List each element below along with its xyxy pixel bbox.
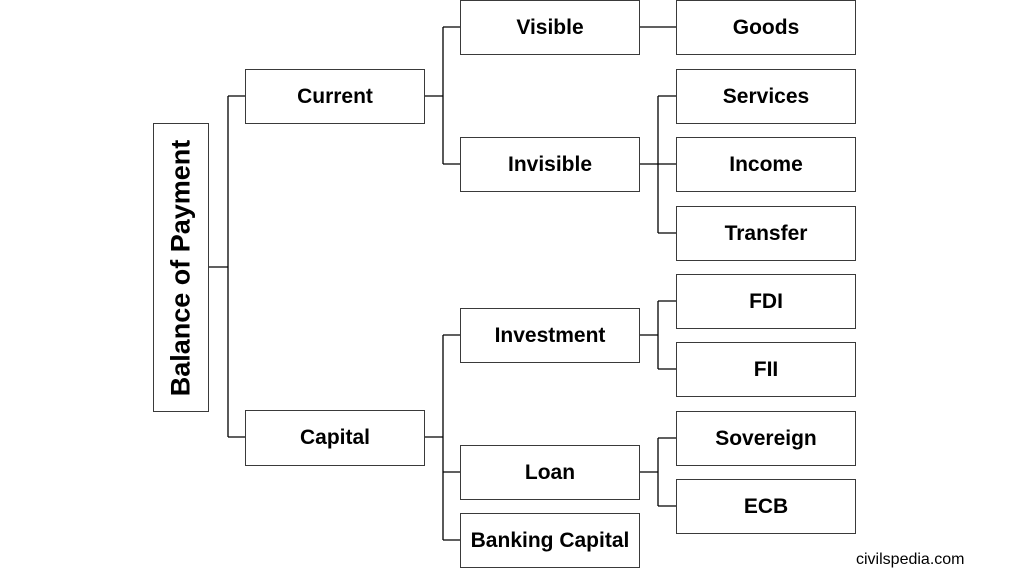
node-fii: FII	[676, 342, 856, 397]
node-capital: Capital	[245, 410, 425, 466]
node-ecb: ECB	[676, 479, 856, 534]
node-sovereign: Sovereign	[676, 411, 856, 466]
node-investment: Investment	[460, 308, 640, 363]
node-services: Services	[676, 69, 856, 124]
node-fdi: FDI	[676, 274, 856, 329]
source-watermark: civilspedia.com	[856, 551, 965, 568]
node-current: Current	[245, 69, 425, 124]
node-banking-capital: Banking Capital	[460, 513, 640, 568]
root-node-balance-of-payment: Balance of Payment	[153, 123, 209, 412]
node-transfer: Transfer	[676, 206, 856, 261]
node-visible: Visible	[460, 0, 640, 55]
node-invisible: Invisible	[460, 137, 640, 192]
node-loan: Loan	[460, 445, 640, 500]
root-node-label: Balance of Payment	[165, 139, 196, 396]
node-goods: Goods	[676, 0, 856, 55]
node-income: Income	[676, 137, 856, 192]
